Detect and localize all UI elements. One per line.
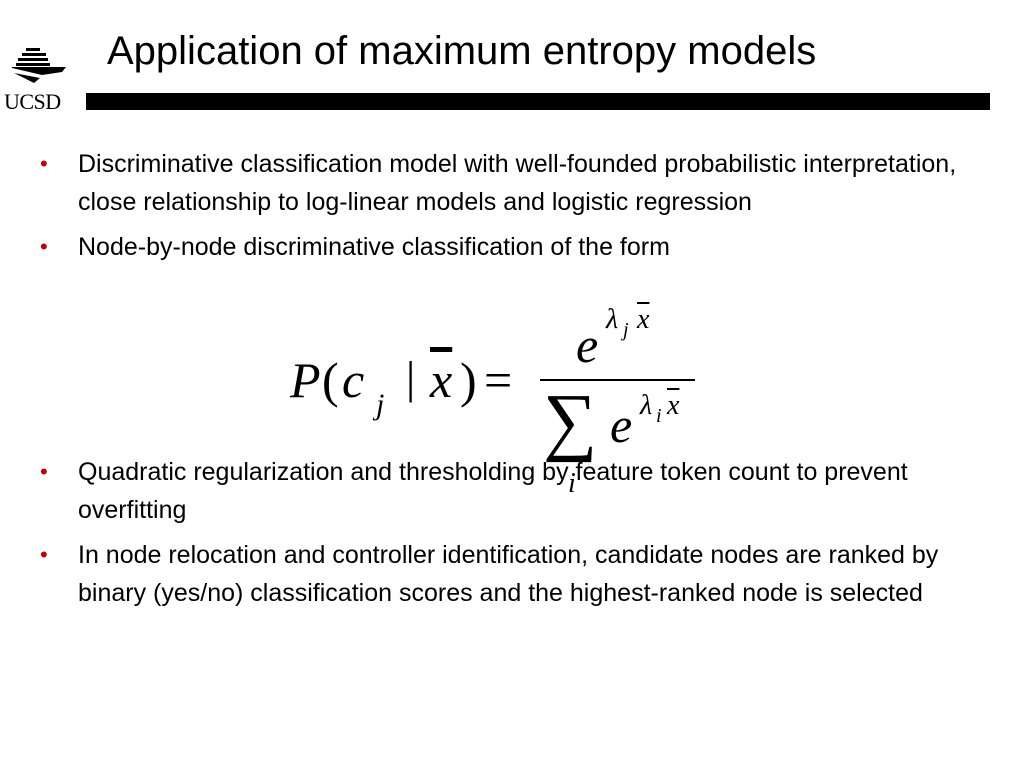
formula-den-e: e [610, 397, 633, 453]
formula-close-paren: ) [460, 352, 477, 408]
bullet-icon: • [40, 542, 48, 567]
formula-num-e: e [576, 317, 599, 373]
bullet-item: • Node-by-node discriminative classificat… [40, 228, 990, 266]
formula-den-x-bar: x [667, 390, 680, 421]
formula-x-bar: x [430, 352, 453, 408]
formula-P: P [290, 352, 321, 408]
formula-num-x-bar: x [637, 304, 650, 335]
formula-den-lambda: λ [640, 390, 653, 421]
bullet-text: In node relocation and controller identi… [78, 541, 939, 607]
bullet-text: Node-by-node discriminative classificati… [78, 233, 670, 261]
bullet-item: • Discriminative classification model wit… [40, 145, 990, 221]
title-divider-bar [86, 93, 990, 110]
bullet-list: • Discriminative classification model wit… [40, 145, 990, 619]
formula-given-bar: | [406, 352, 416, 403]
formula-sub-j: j [376, 388, 385, 421]
ucsd-logo-icon [12, 48, 66, 83]
bullet-text: Quadratic regularization and thresholdin… [78, 458, 908, 524]
bullet-item: • Quadratic regularization and thresholdi… [40, 453, 990, 529]
formula-spacer [40, 273, 990, 446]
formula-sigma-index: i [568, 468, 576, 499]
logo-text: UCSD [4, 89, 61, 114]
formula-open-paren: ( [322, 352, 339, 408]
fraction-line [540, 379, 695, 381]
formula-c: c [342, 352, 365, 408]
bullet-icon: • [40, 459, 48, 484]
formula-equals: = [484, 352, 513, 408]
bullet-icon: • [40, 234, 48, 259]
bullet-icon: • [40, 151, 48, 176]
formula-sigma: ∑ [543, 379, 598, 463]
formula-num-sub-j: j [623, 319, 629, 341]
slide-title: Application of maximum entropy models [107, 29, 817, 73]
bullet-text: Discriminative classification model with… [78, 150, 957, 216]
formula-num-lambda: λ [606, 304, 619, 335]
bullet-item: • In node relocation and controller ident… [40, 536, 990, 612]
formula-den-sub-i: i [656, 405, 662, 427]
